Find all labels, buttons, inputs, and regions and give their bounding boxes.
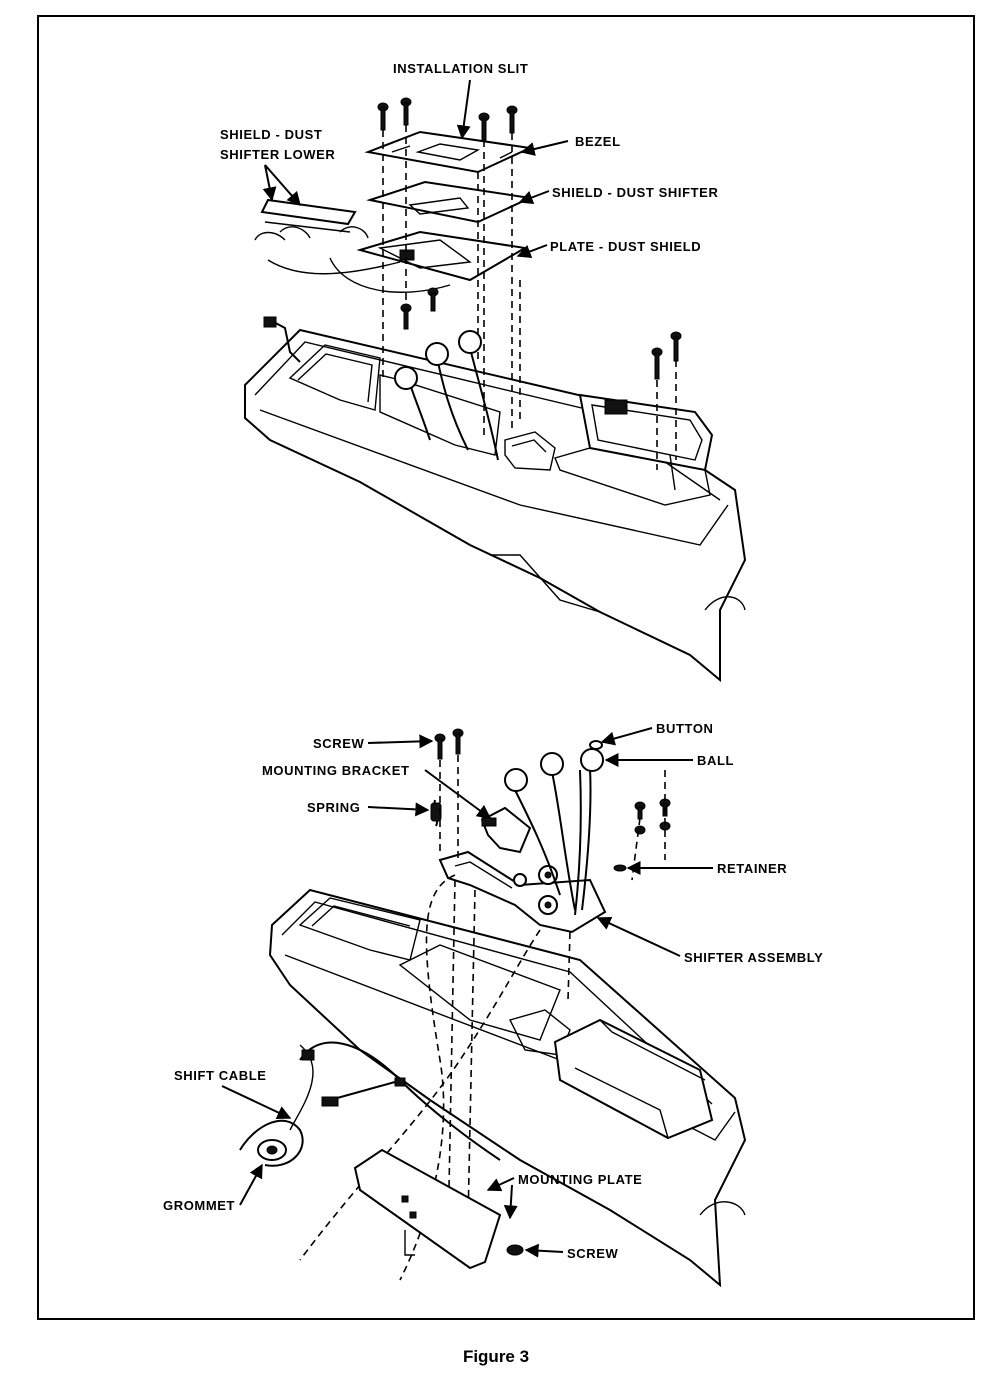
- label-mounting-plate: MOUNTING PLATE: [518, 1172, 642, 1187]
- label-ball: BALL: [697, 753, 734, 768]
- label-shifter-assembly: SHIFTER ASSEMBLY: [684, 950, 823, 965]
- label-shield-dust-shifter: SHIELD - DUST SHIFTER: [552, 185, 718, 200]
- leader-arrows: [221, 79, 713, 1258]
- label-shield-dust-shifter-lower-line1: SHIELD - DUST: [220, 127, 322, 142]
- bottom-console-drawing: [268, 888, 747, 1288]
- label-spring: SPRING: [307, 800, 360, 815]
- label-retainer: RETAINER: [717, 861, 787, 876]
- label-button: BUTTON: [656, 721, 714, 736]
- label-installation-slit: INSTALLATION SLIT: [393, 61, 528, 76]
- label-mounting-bracket: MOUNTING BRACKET: [262, 763, 410, 778]
- label-shift-cable: SHIFT CABLE: [174, 1068, 267, 1083]
- callout-labels: INSTALLATION SLIT SHIELD - DUST SHIFTER …: [163, 61, 823, 1261]
- label-screw-top: SCREW: [313, 736, 365, 751]
- top-exploded-parts: [254, 97, 682, 470]
- figure-border: [37, 15, 975, 1320]
- label-plate-dust-shield: PLATE - DUST SHIELD: [550, 239, 701, 254]
- label-screw-bottom: SCREW: [567, 1246, 619, 1261]
- bottom-exploded-parts: [239, 728, 671, 1281]
- label-grommet: GROMMET: [163, 1198, 235, 1213]
- top-console-drawing: [244, 316, 747, 683]
- label-bezel: BEZEL: [575, 134, 621, 149]
- label-shield-dust-shifter-lower-line2: SHIFTER LOWER: [220, 147, 335, 162]
- figure-caption: Figure 3: [462, 1347, 530, 1366]
